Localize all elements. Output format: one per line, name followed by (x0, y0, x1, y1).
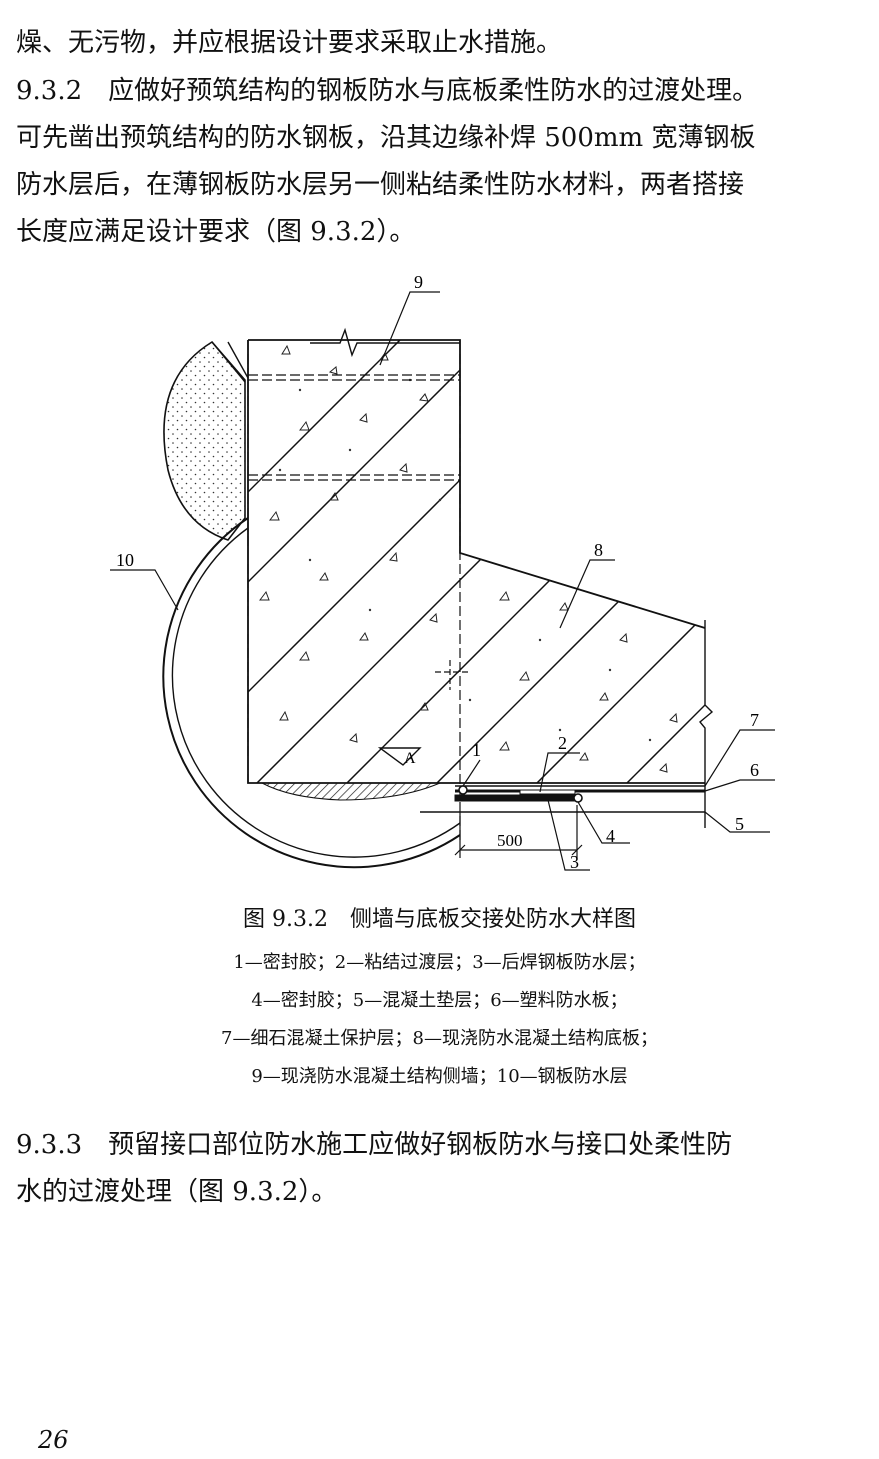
centre-mark (435, 660, 470, 690)
clause-9-3-2: 9.3.2 应做好预筑结构的钢板防水与底板柔性防水的过渡处理。 可先凿出预筑结构… (16, 68, 871, 256)
sealant-1 (458, 785, 468, 795)
section-mark (377, 747, 422, 766)
soil-backfill (163, 340, 246, 541)
text-line: 长度应满足设计要求（图 9.3.2）。 (16, 217, 416, 247)
break-symbol (699, 620, 714, 828)
text-line: 9.3.3 预留接口部位防水施工应做好钢板防水与接口处柔性防 (16, 1130, 733, 1160)
clause-9-3-3: 9.3.3 预留接口部位防水施工应做好钢板防水与接口处柔性防 水的过渡处理（图 … (16, 1122, 871, 1216)
leader-7 (704, 729, 775, 787)
callout-6: 6 (750, 760, 759, 780)
figure-legend-line: 1—密封胶；2—粘结过渡层；3—后焊钢板防水层； (233, 952, 646, 973)
dimension-label: 500 (497, 831, 523, 850)
leader-3 (547, 799, 590, 871)
section-mark-label: A (404, 750, 416, 767)
leader-2 (539, 752, 580, 793)
callout-4: 4 (606, 826, 615, 846)
steel-plate-layer (171, 527, 461, 858)
text-line: 可先凿出预筑结构的防水钢板，沿其边缘补焊 500mm 宽薄钢板 (16, 123, 756, 153)
leader-8 (559, 559, 615, 629)
hatched-fill (261, 782, 441, 801)
leader-10 (110, 569, 179, 611)
paragraph-continuation: 燥、无污物，并应根据设计要求采取止水措施。 (16, 20, 871, 67)
page-number: 26 (38, 1426, 69, 1454)
callout-10: 10 (116, 550, 134, 570)
callout-7: 7 (750, 710, 759, 730)
figure-legend-line: 9—现浇防水混凝土结构侧墙；10—钢板防水层 (251, 1066, 628, 1087)
callout-2: 2 (558, 733, 567, 753)
callout-8: 8 (594, 540, 603, 560)
leader-4 (577, 801, 630, 844)
dimension-tick (571, 844, 583, 856)
leader-6 (704, 779, 775, 792)
figure-legend-line: 4—密封胶；5—混凝土垫层；6—塑料防水板； (251, 990, 628, 1011)
welded-plate (454, 794, 581, 802)
break-symbol (310, 327, 460, 358)
leader-1 (462, 759, 481, 787)
waterproofing-detail-drawing: A 500 9 8 10 1 2 3 4 7 6 5 (110, 272, 775, 872)
callout-3: 3 (570, 852, 579, 872)
dimension-tick (454, 844, 466, 856)
sealant-4 (573, 793, 583, 803)
text-line: 9.3.2 应做好预筑结构的钢板防水与底板柔性防水的过渡处理。 (16, 76, 759, 106)
bonding-layer (519, 789, 576, 795)
soil-edge-line (227, 341, 249, 379)
text-line: 防水层后，在薄钢板防水层另一侧粘结柔性防水材料，两者搭接 (16, 170, 745, 200)
callout-9: 9 (414, 272, 423, 292)
text-line: 燥、无污物，并应根据设计要求采取止水措施。 (16, 28, 563, 58)
figure-caption: 图 9.3.2 侧墙与底板交接处防水大样图 (243, 907, 636, 932)
callout-1: 1 (472, 740, 481, 760)
figure-legend-line: 7—细石混凝土保护层；8—现浇防水混凝土结构底板； (221, 1028, 658, 1049)
text-line: 水的过渡处理（图 9.3.2）。 (16, 1177, 338, 1207)
leader-5 (704, 811, 770, 833)
steel-plate-layer (162, 517, 461, 869)
soil-edge-line (211, 341, 246, 383)
leader-9 (379, 291, 440, 366)
callout-5: 5 (735, 814, 744, 834)
